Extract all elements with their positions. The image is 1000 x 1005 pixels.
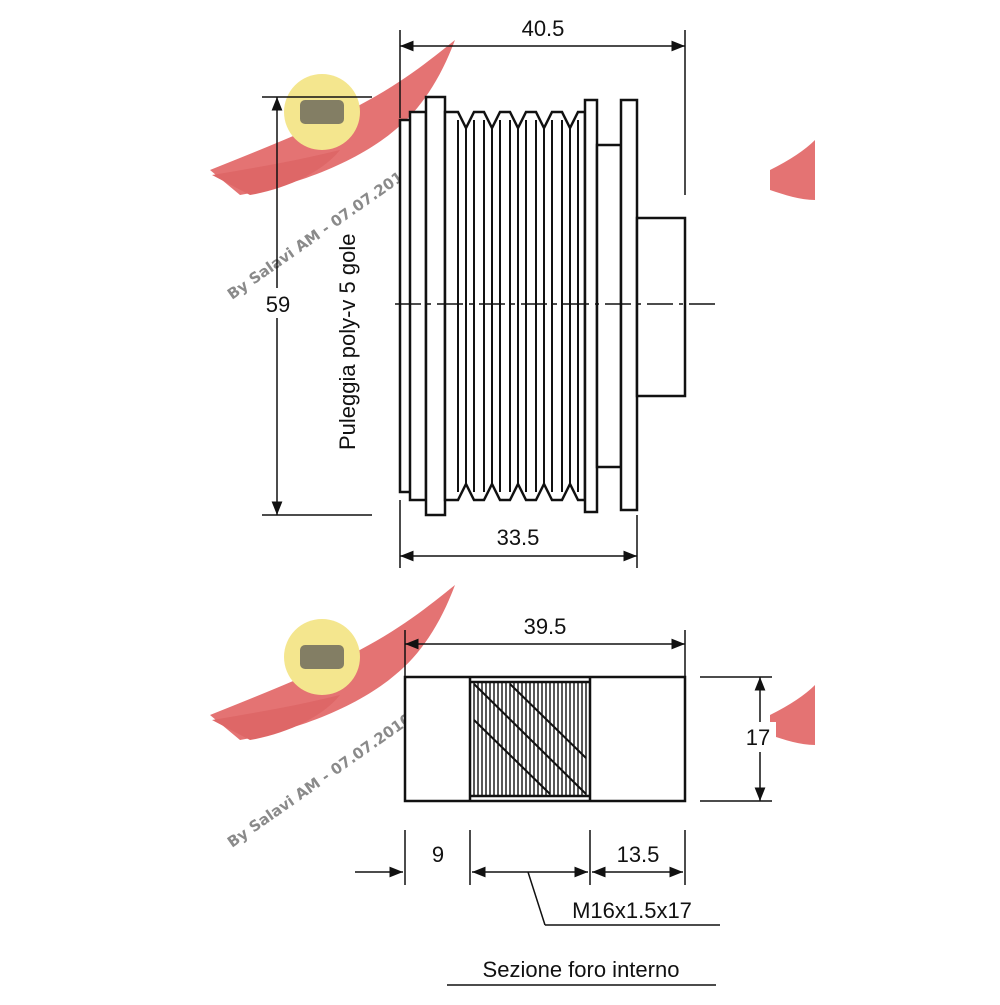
section-outline — [403, 675, 687, 803]
thread-hatching — [473, 682, 587, 796]
dimension-label-59: 59 — [266, 292, 290, 317]
dimension-label-13-5: 13.5 — [617, 842, 660, 867]
dimension-59-bg — [260, 288, 296, 318]
dimension-label-40-5: 40.5 — [522, 16, 565, 41]
pulley-grooves — [457, 120, 579, 492]
thread-spec-label: M16x1.5x17 — [572, 898, 692, 923]
dimension-label-39-5: 39.5 — [524, 614, 567, 639]
pulley-outline — [398, 95, 687, 517]
section-caption: Sezione foro interno — [483, 957, 680, 982]
watermark-logo-bottom — [210, 585, 815, 745]
dimension-section-offsets — [355, 830, 720, 926]
watermark-logo-top — [210, 40, 815, 200]
dimension-17-bg — [742, 722, 776, 752]
dimension-body-width — [399, 500, 638, 568]
dimension-label-17: 17 — [746, 725, 770, 750]
dimension-label-9: 9 — [432, 842, 444, 867]
dimension-section-length — [404, 630, 686, 677]
pulley-type-label: Puleggia poly-v 5 gole — [335, 234, 360, 450]
dimension-overall-width — [399, 30, 686, 195]
dimension-label-33-5: 33.5 — [497, 525, 540, 550]
